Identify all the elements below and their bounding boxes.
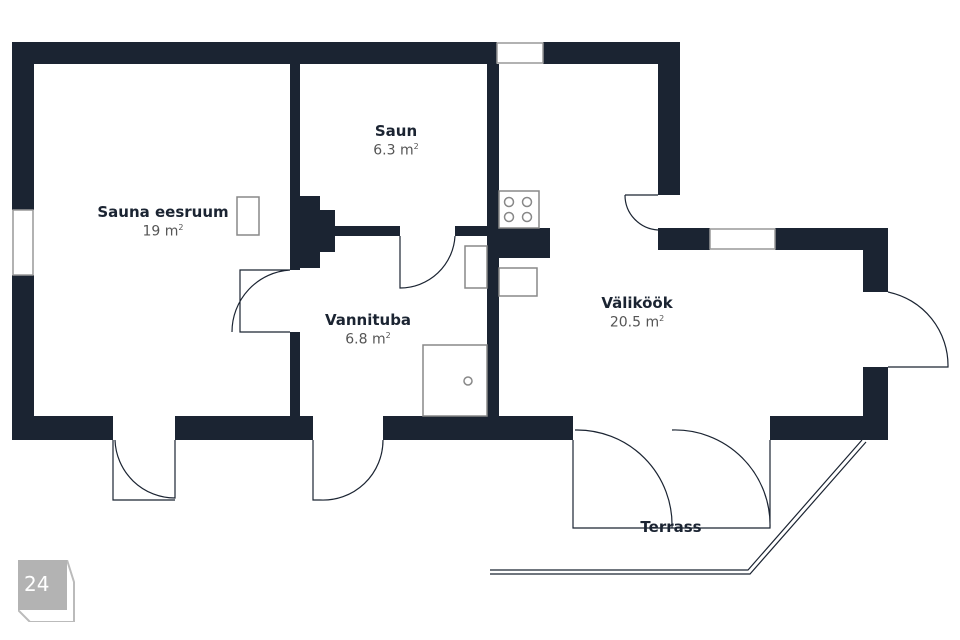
room-vannituba: Vannituba 6.8 m2 xyxy=(325,311,411,348)
page-badge: 24 xyxy=(18,560,78,622)
sauna-bench xyxy=(236,196,260,236)
room-area: 19 m2 xyxy=(142,223,184,240)
room-area: 6.3 m2 xyxy=(373,142,419,159)
room-valikook: Väliköök 20.5 m2 xyxy=(601,294,672,331)
room-sauna-eesruum: Sauna eesruum 19 m2 xyxy=(97,203,228,240)
room-area: 20.5 m2 xyxy=(609,314,665,331)
page-number: 24 xyxy=(24,572,50,596)
room-terrass: Terrass xyxy=(640,518,701,536)
room-name: Sauna eesruum xyxy=(97,203,229,221)
room-name: Saun xyxy=(374,122,418,140)
room-name: Terrass xyxy=(640,518,702,536)
fixtures xyxy=(236,190,540,417)
windows xyxy=(12,42,776,276)
kitchen-sink-icon xyxy=(498,267,538,297)
room-name: Väliköök xyxy=(601,294,673,312)
walls xyxy=(12,42,888,440)
room-name: Vannituba xyxy=(324,311,412,329)
room-saun: Saun 6.3 m2 xyxy=(373,122,418,159)
room-area: 6.8 m2 xyxy=(345,331,391,348)
shower-icon xyxy=(422,344,488,417)
sink-icon xyxy=(464,245,488,289)
doors xyxy=(112,194,949,575)
stove-icon xyxy=(498,190,540,229)
